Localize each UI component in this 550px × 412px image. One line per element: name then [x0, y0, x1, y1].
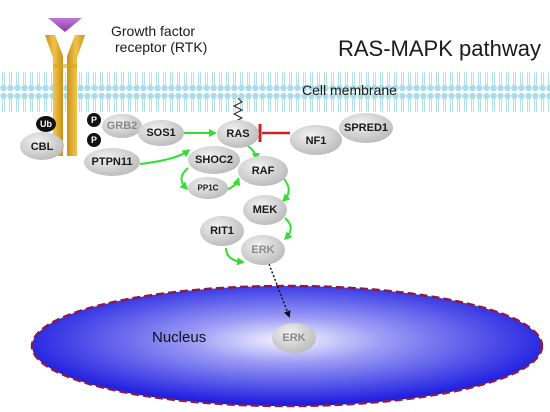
- node-erk-nucleus-label: ERK: [282, 332, 305, 344]
- receptor-label-line2: receptor (RTK): [115, 39, 207, 55]
- arrow-mek-erk: [283, 217, 293, 241]
- node-rit1: [200, 216, 244, 246]
- arrow-ras-raf: [247, 145, 260, 161]
- node-spred1-label: SPRED1: [344, 122, 388, 134]
- ubiquitin-badge: [36, 116, 56, 132]
- phospho-badge-top-label: P: [91, 115, 97, 125]
- arrow-raf-mek: [281, 177, 291, 203]
- node-pp1c: [188, 177, 228, 199]
- arrow-rit1-erk: [225, 247, 245, 266]
- node-nf1-label: NF1: [306, 135, 327, 147]
- node-ras: [217, 120, 259, 148]
- node-erk: [241, 235, 285, 265]
- node-mek-label: MEK: [253, 204, 278, 216]
- node-pp1c-label: PP1C: [198, 184, 219, 193]
- phospho-badge-top: [87, 113, 101, 127]
- node-nf1: [290, 125, 342, 155]
- ubiquitin-badge-label: Ub: [40, 119, 52, 129]
- receptor-rtk-icon: [45, 35, 85, 156]
- node-raf: [238, 156, 288, 186]
- node-grb2: [102, 114, 142, 138]
- arrow-erk-nucleus: [268, 263, 291, 318]
- node-ras-label: RAS: [226, 128, 249, 140]
- node-rit1-label: RIT1: [210, 225, 234, 237]
- node-grb2-label: GRB2: [107, 120, 138, 132]
- arrow-ptpn11-shoc2: [139, 149, 191, 165]
- node-ptpn11: [84, 148, 140, 176]
- arrow-shoc2-pp1c-loop: [179, 167, 189, 191]
- node-sos1: [138, 120, 184, 146]
- node-spred1: [339, 113, 393, 143]
- node-shoc2: [188, 146, 240, 174]
- nucleus-label: Nucleus: [152, 329, 206, 346]
- node-sos1-label: SOS1: [146, 127, 175, 139]
- node-mek: [243, 195, 287, 225]
- diagram-title: RAS-MAPK pathway: [338, 36, 541, 61]
- phospho-badge-bottom: [87, 133, 101, 147]
- node-cbl: [20, 132, 64, 160]
- growth-factor-ligand-icon: [48, 18, 82, 32]
- receptor-label-line1: Growth factor: [111, 23, 195, 39]
- node-raf-label: RAF: [252, 165, 275, 177]
- node-ptpn11-label: PTPN11: [92, 156, 133, 168]
- node-shoc2-label: SHOC2: [195, 154, 233, 166]
- node-cbl-label: CBL: [31, 141, 54, 153]
- cell-membrane: [0, 68, 550, 114]
- node-erk-nucleus: [272, 323, 316, 353]
- phospho-badge-bottom-label: P: [91, 135, 97, 145]
- membrane-label: Cell membrane: [302, 82, 397, 98]
- node-erk-label: ERK: [251, 244, 274, 256]
